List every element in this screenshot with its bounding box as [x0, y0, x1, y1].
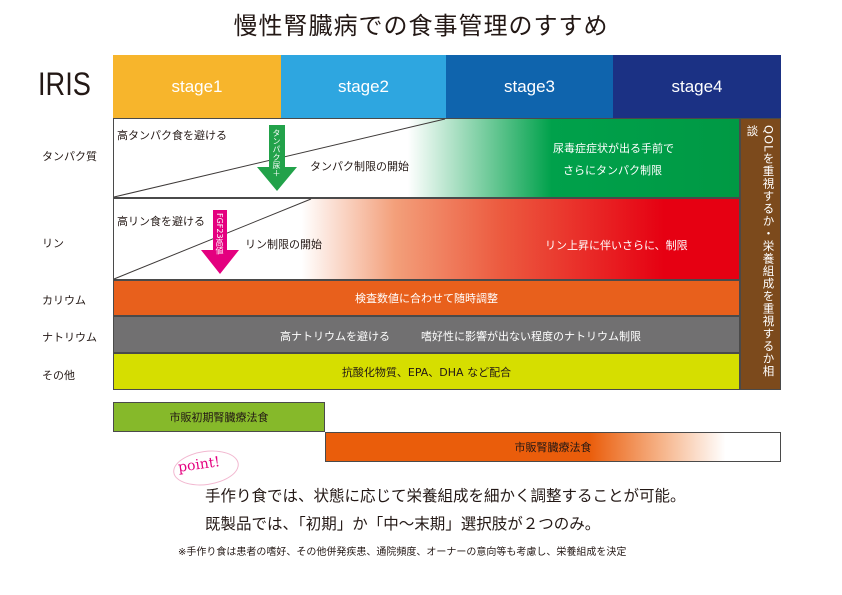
row-label-protein: タンパク質	[42, 150, 97, 163]
note-line-2: 既製品では、「初期」か「中～末期」選択肢が２つのみ。	[205, 515, 601, 533]
protein-late-text-1: 尿毒症症状が出る手前で	[553, 142, 674, 155]
row-label-phosphorus: リン	[42, 237, 64, 250]
protein-avoid-text: 高タンパク食を避ける	[117, 129, 227, 142]
phosphorus-start-text: リン制限の開始	[245, 238, 322, 251]
stage-header-2: stage2	[281, 55, 446, 118]
row-label-sodium: ナトリウム	[42, 331, 97, 344]
iris-label: IRIS	[38, 66, 91, 102]
phosphorus-late-text: リン上昇に伴いさらに、制限	[545, 239, 688, 252]
page-title: 慢性腎臓病での食事管理のすすめ	[233, 12, 609, 40]
phosphorus-divider-line	[113, 198, 312, 280]
qol-consult-text: QOLを重視するか・栄養組成を重視するか相談	[745, 125, 776, 378]
phosphorus-down-arrow-icon	[201, 210, 239, 274]
qol-consult-box: QOLを重視するか・栄養組成を重視するか相談	[740, 118, 781, 390]
protein-start-text: タンパク制限の開始	[310, 160, 409, 173]
phosphorus-arrow-label: FGF23高値	[215, 213, 224, 255]
early-renal-food-bar: 市販初期腎臓療法食	[113, 402, 325, 432]
protein-arrow-label: タンパク尿＋	[272, 129, 281, 177]
note-line-1: 手作り食では、状態に応じて栄養組成を細かく調整することが可能。	[205, 487, 686, 505]
protein-late-text-2: さらにタンパク制限	[563, 164, 662, 177]
stage-header-1: stage1	[113, 55, 281, 118]
sodium-text-restrict: 嗜好性に影響が出ない程度のナトリウム制限	[421, 330, 641, 343]
potassium-row: 検査数値に合わせて随時調整	[113, 280, 740, 316]
protein-down-arrow-icon	[257, 125, 297, 191]
protein-row	[113, 118, 740, 198]
footnote: ※手作り食は患者の嗜好、その他併発疾患、通院頻度、オーナーの意向等も考慮し、栄養…	[178, 547, 627, 558]
sodium-row	[113, 316, 740, 353]
phosphorus-avoid-text: 高リン食を避ける	[117, 215, 205, 228]
row-label-other: その他	[42, 369, 75, 382]
other-row: 抗酸化物質、EPA、DHA など配合	[113, 353, 740, 390]
sodium-text-avoid: 高ナトリウムを避ける	[280, 330, 390, 343]
stage-header-3: stage3	[446, 55, 613, 118]
renal-food-bar: 市販腎臓療法食	[325, 432, 781, 462]
stage-header-4: stage4	[613, 55, 781, 118]
row-label-potassium: カリウム	[42, 294, 86, 307]
